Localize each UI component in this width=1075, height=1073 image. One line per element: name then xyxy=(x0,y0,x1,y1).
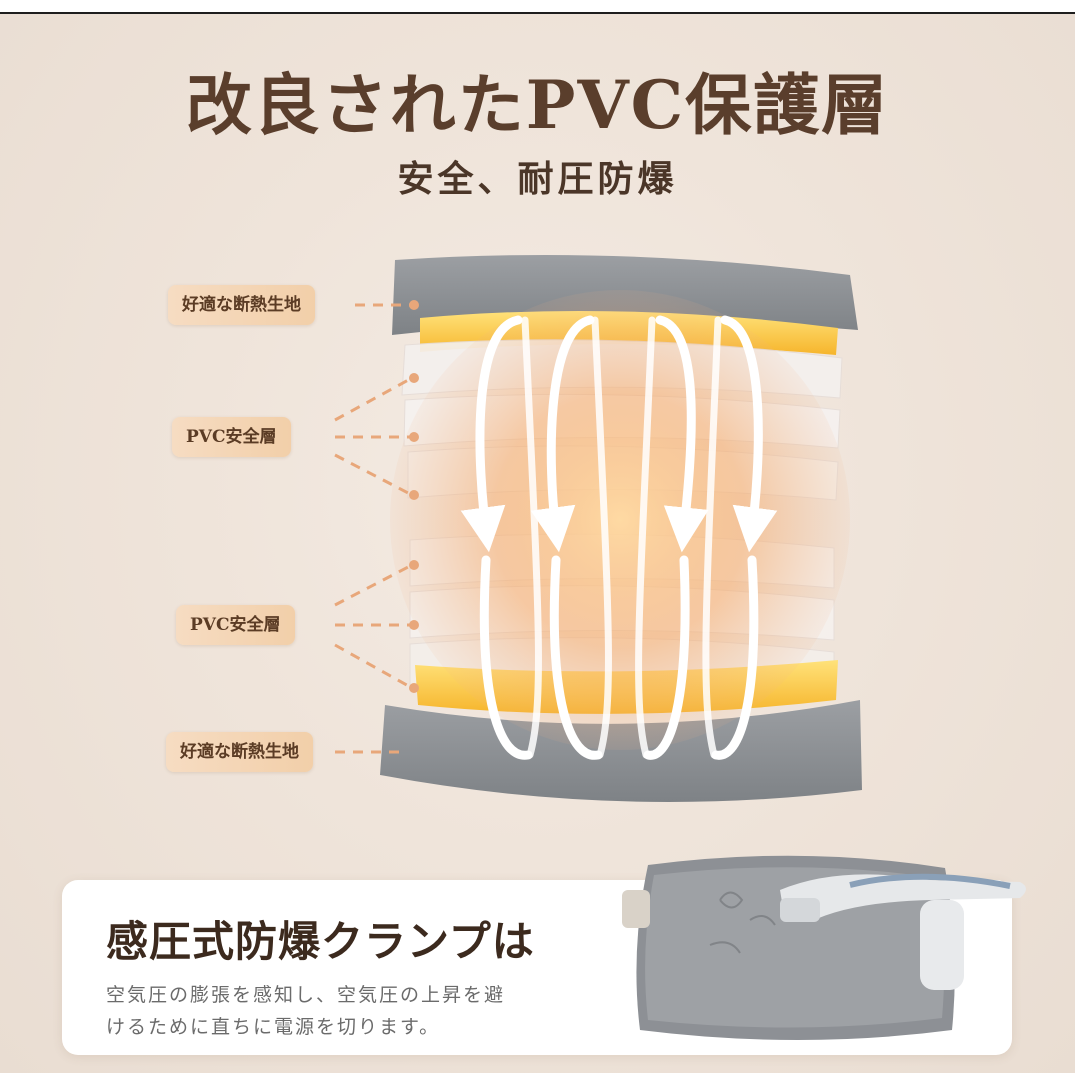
feature-text-line2: けるために直ちに電源を切ります。 xyxy=(106,1016,441,1038)
label-top-fabric: 好適な断熱生地 xyxy=(168,285,315,325)
page-title: 改良されたPVC保護層 xyxy=(185,66,890,144)
heat-glow xyxy=(390,290,850,750)
feature-title: 感圧式防爆クランプは xyxy=(106,917,535,966)
top-strip xyxy=(0,0,1075,12)
feature-text-line1: 空気圧の膨張を感知し、空気圧の上昇を避 xyxy=(106,984,506,1006)
leader-lines xyxy=(334,303,413,754)
label-pvc-upper: PVC安全層 xyxy=(172,417,291,457)
label-bottom-fabric: 好適な断熱生地 xyxy=(166,732,313,772)
leader-dots xyxy=(409,300,419,693)
heating-pad-product-image xyxy=(622,855,1026,1040)
heat-flow-arrows xyxy=(460,315,778,760)
label-pvc-lower: PVC安全層 xyxy=(176,605,295,645)
top-divider xyxy=(0,12,1075,14)
page-subtitle: 安全、耐圧防爆 xyxy=(397,158,678,200)
